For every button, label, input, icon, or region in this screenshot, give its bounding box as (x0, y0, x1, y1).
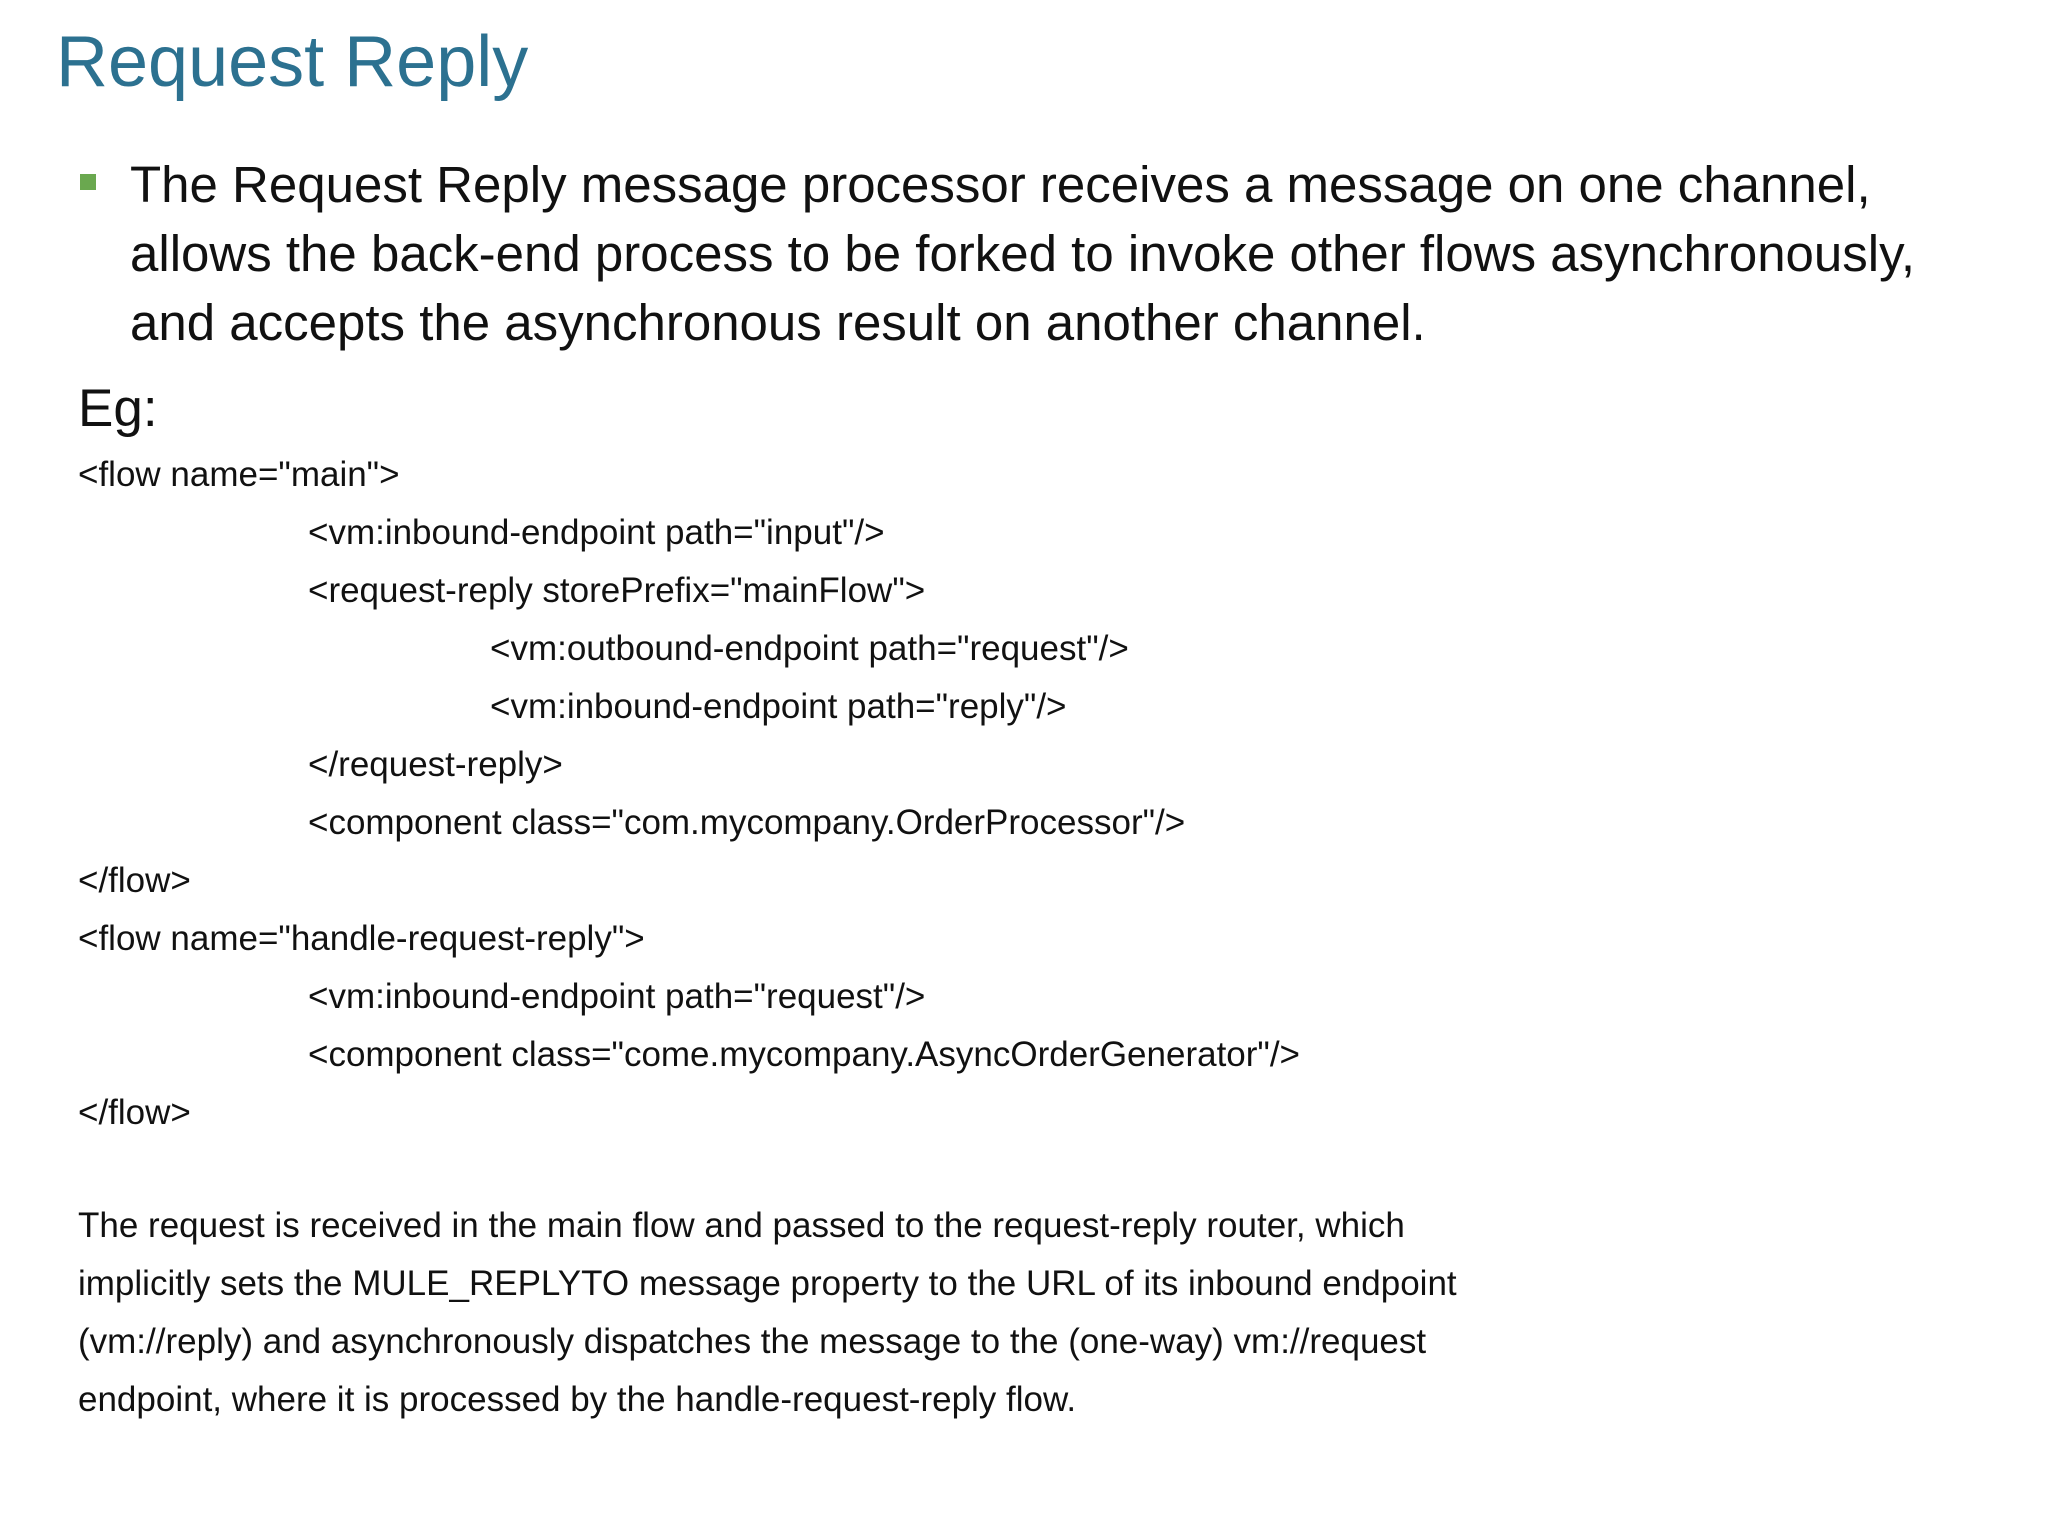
square-bullet-icon (80, 174, 96, 190)
code-line: <flow name="main"> (78, 455, 400, 494)
code-line: </flow> (78, 1093, 191, 1132)
code-line: <request-reply storePrefix="mainFlow"> (308, 571, 926, 610)
bullet-text: The Request Reply message processor rece… (130, 156, 1915, 351)
description-paragraph: The request is received in the main flow… (78, 1197, 1578, 1429)
code-line: <flow name="handle-request-reply"> (78, 919, 645, 958)
code-line: <vm:inbound-endpoint path="input"/> (308, 513, 885, 552)
example-label: Eg: (78, 379, 158, 438)
description-line: (vm://reply) and asynchronously dispatch… (78, 1322, 1427, 1361)
code-line: <vm:inbound-endpoint path="reply"/> (490, 687, 1067, 726)
code-line: </flow> (78, 861, 191, 900)
slide-title: Request Reply (56, 22, 529, 102)
description-line: implicitly sets the MULE_REPLYTO message… (78, 1264, 1457, 1303)
code-line: <component class="com.mycompany.OrderPro… (308, 803, 1186, 842)
code-line: <component class="come.mycompany.AsyncOr… (308, 1035, 1300, 1074)
code-line: <vm:outbound-endpoint path="request"/> (490, 629, 1129, 668)
description-line: The request is received in the main flow… (78, 1206, 1405, 1245)
description-line: endpoint, where it is processed by the h… (78, 1380, 1077, 1419)
code-line: <vm:inbound-endpoint path="request"/> (308, 977, 926, 1016)
code-line: </request-reply> (308, 745, 563, 784)
code-block: <flow name="main"> <vm:inbound-endpoint … (78, 446, 1978, 1142)
